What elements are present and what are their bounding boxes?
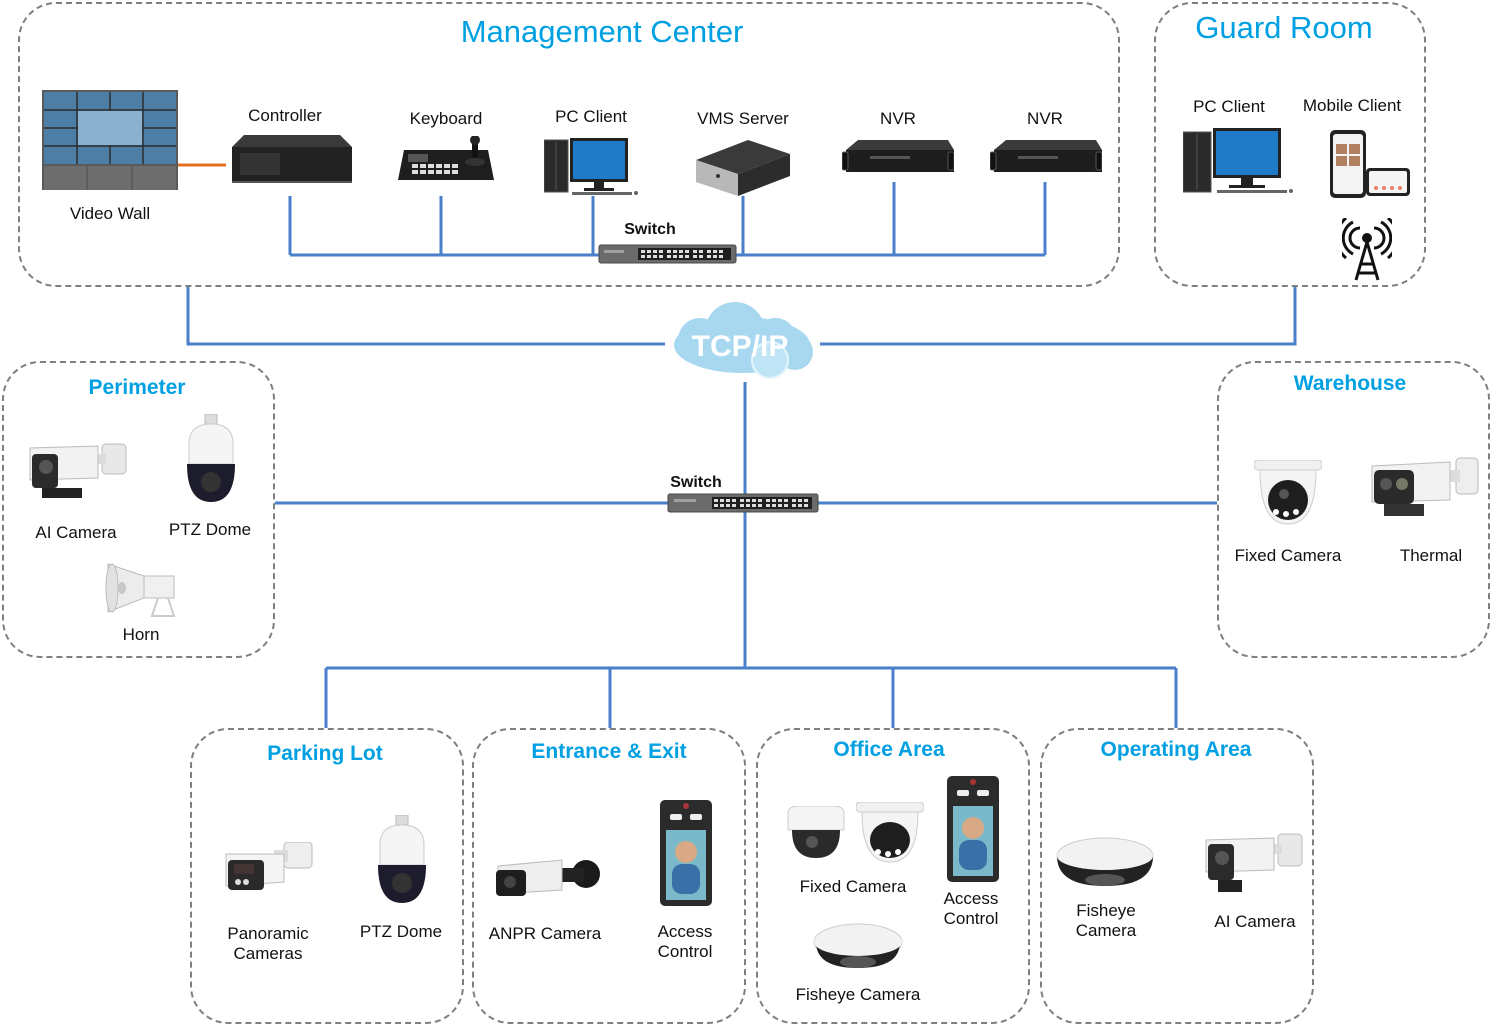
- device-label-guard-pc-client: PC Client: [1193, 97, 1265, 116]
- keyboard-icon: [398, 136, 494, 180]
- management-uplink: [186, 287, 665, 346]
- management-switch-label: Switch: [624, 221, 676, 238]
- zone-guard-room: [1154, 2, 1426, 287]
- controller-icon: [232, 135, 352, 183]
- zone-operating-area: [1040, 728, 1314, 1024]
- zone-warehouse: [1217, 361, 1490, 658]
- tcpip-label: TCP/IP: [692, 330, 789, 363]
- zone-title-office-area: Office Area: [833, 738, 945, 761]
- access-control-icon: [660, 800, 712, 906]
- device-label-video-wall: Video Wall: [69, 204, 151, 223]
- device-label-anpr-camera: ANPR Camera: [488, 924, 602, 943]
- device-label-office-fisheye-camera: Fisheye Camera: [795, 985, 921, 1004]
- zone-management-center: [18, 2, 1120, 287]
- zone-title-management-center: Management Center: [460, 14, 744, 49]
- horn-icon: [105, 563, 176, 617]
- ptz-dome-icon: [378, 815, 426, 903]
- fixed-turret-camera-icon: [856, 802, 924, 863]
- device-label-nvr-1: NVR: [880, 109, 916, 128]
- zone-office-area: [756, 728, 1030, 1024]
- device-label-thermal: Thermal: [1399, 546, 1463, 565]
- label-line: Fisheye: [1076, 901, 1136, 920]
- device-label-office-access-control: Access Control: [944, 889, 999, 929]
- tcpip-cloud-icon: TCP/IP: [674, 302, 813, 379]
- device-label-mobile-client: Mobile Client: [1302, 96, 1402, 115]
- label-line: Camera: [1075, 921, 1137, 940]
- device-label-parking-ptz-dome: PTZ Dome: [359, 922, 443, 941]
- wireless-tower-icon: [1342, 218, 1392, 281]
- vms-server-icon: [696, 140, 790, 196]
- zone-title-parking-lot: Parking Lot: [267, 742, 383, 765]
- zone-entrance-exit: [472, 728, 746, 1024]
- device-label-keyboard: Keyboard: [409, 109, 483, 128]
- pc-client-icon: [544, 138, 638, 195]
- management-switch-icon: [598, 244, 737, 264]
- label-line: Control: [943, 909, 999, 928]
- management-bus: [288, 182, 1047, 257]
- device-label-operating-ai-camera: AI Camera: [1214, 912, 1296, 931]
- zone-parking-lot: [190, 728, 464, 1024]
- zone-title-warehouse: Warehouse: [1293, 372, 1407, 395]
- zone-title-operating-area: Operating Area: [1100, 738, 1252, 761]
- fisheye-camera-icon: [1056, 837, 1154, 886]
- device-label-warehouse-fixed-camera: Fixed Camera: [1234, 546, 1342, 565]
- device-label-ai-camera: AI Camera: [35, 523, 117, 542]
- device-label-vms-server: VMS Server: [697, 109, 789, 128]
- nvr-icon: [990, 140, 1102, 172]
- mobile-client-icon: [1330, 130, 1410, 198]
- zone-title-perimeter: Perimeter: [88, 376, 186, 399]
- video-wall-icon: [42, 90, 178, 190]
- device-label-pc-client: PC Client: [555, 107, 627, 126]
- label-line: Access: [657, 922, 713, 941]
- label-line: Panoramic: [227, 924, 309, 943]
- pc-client-icon: [1183, 128, 1293, 193]
- label-line: Cameras: [233, 944, 303, 963]
- label-line: Control: [657, 942, 713, 961]
- device-label-panoramic-cameras: Panoramic Cameras: [227, 924, 308, 964]
- device-label-horn: Horn: [122, 625, 160, 644]
- nvr-icon: [842, 140, 954, 172]
- device-label-controller: Controller: [248, 106, 322, 125]
- core-switch-icon: [667, 493, 819, 513]
- ai-camera-icon: [29, 443, 127, 498]
- guard-room-uplink: [820, 287, 1297, 346]
- ptz-dome-icon: [187, 414, 235, 502]
- fixed-camera-icon: [1254, 460, 1322, 525]
- fisheye-camera-icon: [813, 923, 903, 968]
- device-label-nvr-2: NVR: [1027, 109, 1063, 128]
- device-label-access-control: Access Control: [658, 922, 713, 962]
- ai-camera-icon: [1205, 833, 1303, 892]
- device-label-operating-fisheye-camera: Fisheye Camera: [1076, 901, 1136, 941]
- fixed-dome-camera-icon: [787, 806, 845, 858]
- panoramic-camera-icon: [225, 842, 313, 890]
- access-control-icon: [947, 776, 999, 882]
- thermal-camera-icon: [1371, 457, 1479, 516]
- zone-perimeter: [2, 361, 275, 658]
- label-line: Access: [943, 889, 999, 908]
- device-label-office-fixed-camera: Fixed Camera: [799, 877, 907, 896]
- core-switch-label: Switch: [670, 474, 722, 491]
- device-label-ptz-dome: PTZ Dome: [168, 520, 252, 539]
- zone-title-guard-room: Guard Room: [1195, 10, 1373, 45]
- anpr-camera-icon: [496, 859, 600, 896]
- zone-title-entrance-exit: Entrance & Exit: [531, 740, 687, 763]
